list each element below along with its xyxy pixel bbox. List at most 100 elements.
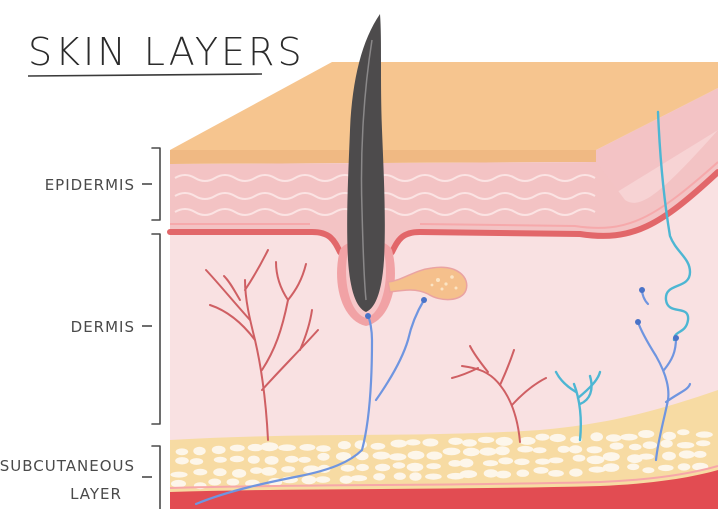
fat-cell (460, 470, 477, 478)
fat-cell (213, 468, 226, 476)
fat-cell (495, 446, 510, 455)
fat-cell (620, 434, 637, 441)
fat-cell (603, 463, 619, 472)
fat-cell (548, 470, 564, 477)
fat-cell (478, 437, 494, 443)
fat-cell (176, 448, 189, 455)
fat-cell (479, 448, 496, 456)
fat-cell (677, 442, 694, 448)
fat-cell (483, 460, 498, 466)
fat-cell (535, 434, 549, 441)
fat-cell (391, 440, 408, 448)
fat-cell (519, 437, 535, 445)
fat-cell (422, 439, 438, 447)
dermis-bracket (152, 234, 160, 424)
fat-cell (409, 472, 421, 480)
fat-cell (317, 453, 329, 461)
fat-cell (299, 444, 315, 451)
fat-cell (340, 476, 353, 484)
fat-cell (261, 442, 279, 451)
fat-cell (696, 440, 710, 446)
fat-cell (587, 446, 603, 453)
fat-cell (587, 456, 605, 465)
fat-cell (463, 448, 480, 456)
fat-cell (408, 451, 425, 460)
fat-cell (427, 452, 443, 460)
fat-cell (677, 429, 689, 435)
fat-cell (573, 455, 586, 462)
fat-cell (371, 443, 386, 450)
fat-cell (190, 458, 203, 465)
fat-cell (678, 463, 691, 470)
diagram-title: SKIN LAYERS (28, 30, 305, 74)
title-underline (28, 74, 262, 76)
label-subcutaneous-line1: SUBCUTANEOUS (0, 457, 135, 475)
fat-cell (338, 441, 351, 449)
fat-cell (425, 474, 442, 480)
fat-cell (558, 446, 570, 453)
fat-cell (448, 438, 463, 445)
fat-cell (606, 434, 622, 441)
fat-cell (406, 439, 421, 445)
fat-cell (389, 453, 406, 460)
fat-cell (298, 457, 310, 463)
fat-cell (498, 457, 513, 464)
fat-cell (459, 459, 473, 468)
fat-cell (603, 452, 620, 461)
fat-cell (517, 470, 530, 477)
fat-cell (265, 456, 279, 465)
fat-cell (278, 444, 296, 451)
label-epidermis: EPIDERMIS (45, 176, 135, 194)
fat-cell (496, 437, 513, 446)
fat-cell (316, 445, 331, 452)
fat-cell (660, 440, 672, 448)
fat-cell (373, 452, 390, 460)
fat-cell (171, 480, 186, 488)
fat-cell (642, 467, 654, 473)
fat-cell (375, 464, 390, 472)
fat-cell (393, 462, 406, 468)
fat-cell (484, 469, 498, 477)
fat-cell (533, 467, 548, 474)
fat-cell (517, 446, 533, 453)
fat-cell (302, 476, 317, 485)
fat-cell (341, 465, 355, 472)
fat-cell (214, 457, 227, 463)
fat-cell (662, 452, 676, 461)
fat-cell (285, 456, 299, 463)
fat-cell (373, 473, 385, 480)
fat-cell (316, 476, 331, 483)
fat-cell (610, 443, 624, 450)
fat-cell (629, 444, 642, 450)
fat-cell (193, 447, 205, 456)
fat-cell (281, 466, 295, 472)
fat-cell (394, 473, 406, 480)
fat-cell (514, 459, 529, 466)
fat-cell (569, 469, 582, 477)
fat-cell (535, 459, 550, 465)
fat-cell (496, 471, 511, 479)
fat-cell (696, 431, 713, 437)
fat-cell (663, 432, 676, 440)
fat-cell (627, 464, 639, 471)
fat-cell (638, 454, 654, 460)
fat-cell (550, 434, 566, 442)
fat-cell (208, 479, 221, 486)
fat-cell (569, 445, 582, 453)
fat-cell (175, 457, 189, 464)
fat-cell (230, 456, 244, 462)
fat-cell (426, 463, 441, 469)
fat-cell (232, 469, 246, 478)
fat-cell (462, 439, 477, 446)
fat-cell (230, 445, 245, 452)
fat-cell (533, 447, 547, 453)
label-subcutaneous-line2: LAYER (70, 485, 122, 503)
fat-cell (443, 448, 461, 456)
fat-cell (679, 450, 695, 458)
fat-cell (170, 472, 187, 478)
label-dermis: DERMIS (71, 318, 135, 336)
fat-cell (638, 430, 654, 438)
fat-cell (356, 464, 369, 471)
